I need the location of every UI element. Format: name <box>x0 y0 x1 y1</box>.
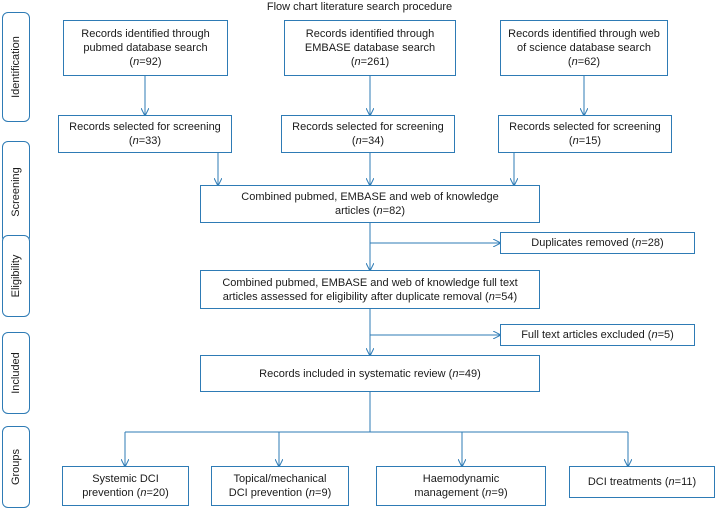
box-line: articles (n=82) <box>334 205 406 217</box>
box-embase-identified: Records identified through EMBASE databa… <box>284 20 456 76</box>
box-group-topical: Topical/mechanical DCI prevention (n=9) <box>211 466 349 506</box>
box-line: Records identified through <box>81 28 210 40</box>
box-line: DCI prevention (n=9) <box>228 487 332 499</box>
box-group-systemic: Systemic DCI prevention (n=20) <box>62 466 189 506</box>
stage-eligibility: Eligibility <box>2 235 30 317</box>
box-line: Haemodynamic <box>422 473 500 485</box>
box-count: (n=261) <box>350 56 390 68</box>
box-line: Full text articles excluded (n=5) <box>521 329 674 341</box>
box-line: EMBASE database search <box>304 42 436 54</box>
box-line: Duplicates removed (n=28) <box>531 237 664 249</box>
box-pubmed-screening: Records selected for screening (n=33) <box>58 115 232 153</box>
box-line: Records included in systematic review (n… <box>259 367 481 380</box>
box-line: Combined pubmed, EMBASE and web of knowl… <box>222 276 518 289</box>
stage-groups: Groups <box>2 426 30 508</box>
box-line: Records selected for screening <box>292 121 444 133</box>
box-count: (n=33) <box>128 135 162 147</box>
stage-screening: Screening <box>2 141 30 243</box>
box-line: Combined pubmed, EMBASE and web of knowl… <box>241 191 499 203</box>
box-count: (n=62) <box>567 56 601 68</box>
box-line: Records selected for screening <box>69 121 221 133</box>
stage-identification: Identification <box>2 12 30 122</box>
box-duplicates-removed: Duplicates removed (n=28) <box>500 232 695 254</box>
box-group-haemodynamic: Haemodynamic management (n=9) <box>376 466 546 506</box>
box-line: Records identified through <box>305 28 435 40</box>
box-line: Records selected for screening <box>509 121 661 133</box>
box-wos-screening: Records selected for screening (n=15) <box>498 115 672 153</box>
box-fulltext-excluded: Full text articles excluded (n=5) <box>500 324 695 346</box>
box-included: Records included in systematic review (n… <box>200 355 540 392</box>
chart-title: Flow chart literature search procedure <box>266 1 453 13</box>
box-line: articles assessed for eligibility after … <box>222 290 518 303</box>
box-combined: Combined pubmed, EMBASE and web of knowl… <box>200 185 540 223</box>
box-wos-identified: Records identified through web of scienc… <box>500 20 668 76</box>
stage-included: Included <box>2 332 30 414</box>
box-count: (n=15) <box>568 135 602 147</box>
box-line: Records identified through web <box>508 28 660 40</box>
box-count: (n=92) <box>129 56 162 68</box>
box-line: of science database search <box>517 42 651 54</box>
box-embase-screening: Records selected for screening (n=34) <box>281 115 455 153</box>
box-line: management (n=9) <box>414 487 508 499</box>
box-line: prevention (n=20) <box>82 487 169 499</box>
box-line: pubmed database search <box>83 42 208 54</box>
box-line: DCI treatments (n=11) <box>587 476 697 488</box>
box-pubmed-identified: Records identified through pubmed databa… <box>63 20 228 76</box>
box-line: Topical/mechanical <box>233 473 327 485</box>
box-line: Systemic DCI <box>92 473 159 485</box>
box-count: (n=34) <box>351 135 385 147</box>
box-fulltext-assessed: Combined pubmed, EMBASE and web of knowl… <box>200 270 540 309</box>
box-group-treatments: DCI treatments (n=11) <box>569 466 715 498</box>
